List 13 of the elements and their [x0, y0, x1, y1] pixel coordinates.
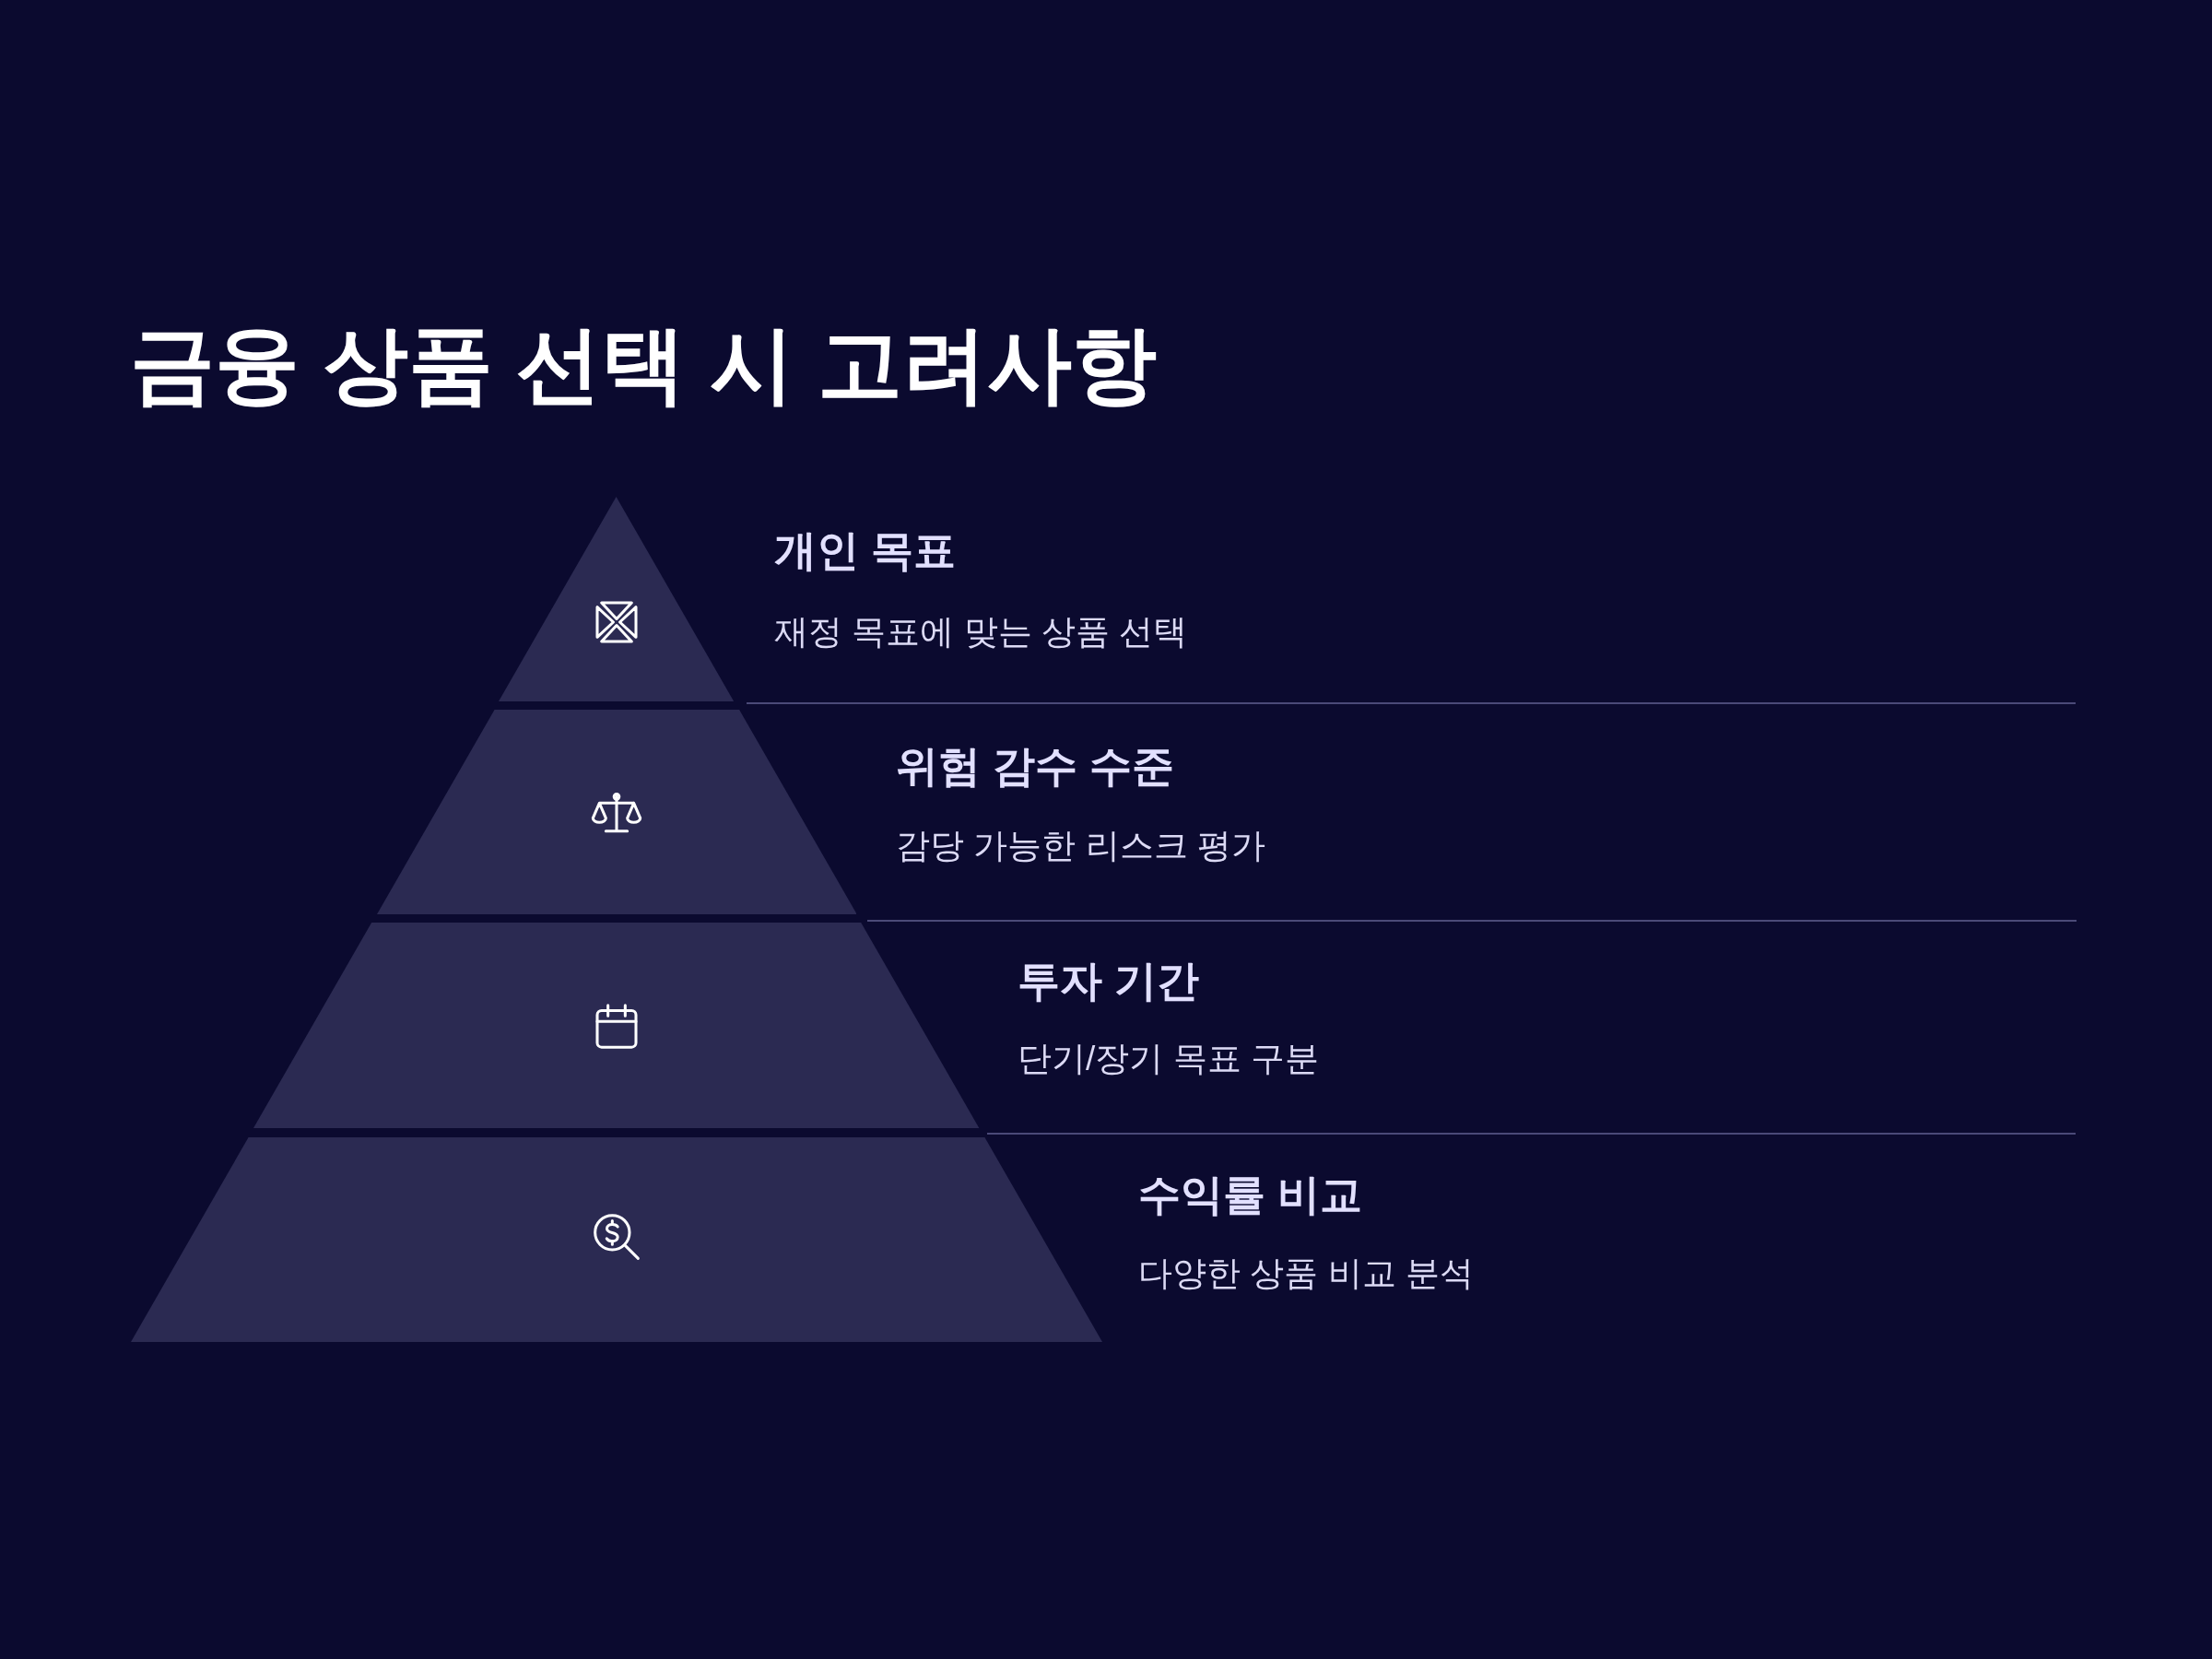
tier-description: 다양한 상품 비교 분석 [1138, 1253, 1474, 1294]
title: 금융 상품 선택 시 고려사항 [130, 316, 1158, 413]
pyramid-tier [253, 923, 980, 1128]
pyramid-tier [499, 497, 735, 701]
tier-heading: 투자 기간 [1018, 956, 1199, 1006]
tier-heading: 개인 목표 [774, 525, 956, 576]
tier-description: 단기/장기 목표 구분 [1018, 1039, 1319, 1079]
pyramid-tier [376, 710, 857, 914]
tier-heading: 위험 감수 수준 [896, 741, 1174, 792]
tier-heading: 수익률 비교 [1138, 1170, 1362, 1220]
tier-description: 재정 목표에 맞는 상품 선택 [774, 612, 1188, 653]
pyramid-tier [131, 1137, 1102, 1342]
tier-description: 감당 가능한 리스크 평가 [896, 826, 1265, 866]
